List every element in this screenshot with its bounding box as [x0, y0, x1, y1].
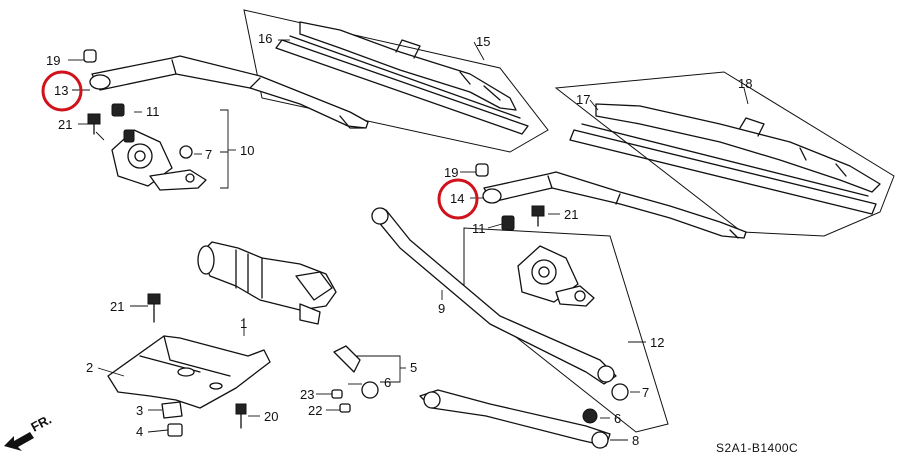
callout-4: 4 [136, 424, 143, 439]
motor-bracket [107, 335, 271, 409]
callout-2: 2 [86, 360, 93, 375]
callout-7: 7 [205, 147, 212, 162]
callout-21: 21 [564, 207, 578, 222]
callout-19: 19 [444, 165, 458, 180]
nut-cap-19-right [475, 163, 489, 177]
callout-23: 23 [300, 387, 314, 402]
callout-17: 17 [576, 92, 590, 107]
callout-6: 6 [384, 375, 391, 390]
callout-15: 15 [476, 34, 490, 49]
callout-11: 11 [146, 104, 160, 119]
callout-1: 1 [240, 316, 247, 331]
callout-10: 10 [240, 143, 254, 158]
nut-11-right [501, 215, 515, 231]
callout-22: 22 [308, 403, 322, 418]
nut-22 [339, 403, 351, 413]
bushing-7-left [179, 145, 193, 159]
callout-21: 21 [110, 299, 124, 314]
pivot-assembly-left [111, 129, 207, 191]
bushing-6-mid [361, 381, 379, 399]
callout-7: 7 [642, 385, 649, 400]
callout-8: 8 [632, 433, 639, 448]
callout-14: 14 [450, 191, 464, 206]
bushing-7-right [611, 383, 629, 401]
bolt-21-right [531, 205, 545, 227]
rubber-3 [161, 401, 183, 419]
nut-23 [331, 389, 343, 399]
wiper-motor [197, 241, 337, 325]
blade-box-18 [554, 71, 895, 237]
linkage-box-12 [463, 227, 669, 433]
wiper-arm-passenger [482, 171, 747, 239]
link-rod-8 [419, 389, 611, 449]
front-label: FR. [28, 412, 54, 435]
callout-19: 19 [46, 53, 60, 68]
callout-3: 3 [136, 403, 143, 418]
callout-9: 9 [438, 301, 445, 316]
callout-5: 5 [410, 360, 417, 375]
wiper-blade-driver [275, 21, 529, 135]
bolt-21-left [87, 113, 101, 135]
callout-6: 6 [614, 411, 621, 426]
bolt-21-mid [147, 293, 161, 323]
front-direction-indicator: FR. [4, 412, 54, 451]
callout-12: 12 [650, 335, 664, 350]
callout-labels: 19 13 21 11 7 10 16 15 18 17 19 14 21 11… [46, 31, 752, 448]
leader-lines [68, 59, 646, 441]
link-5 [333, 345, 361, 373]
callout-20: 20 [264, 409, 278, 424]
wiper-blade-driver-group [243, 9, 549, 153]
wiper-arm-driver [89, 55, 369, 129]
callout-11: 11 [472, 221, 486, 236]
front-arrow-icon [4, 432, 34, 451]
wiper-blade-passenger-group [554, 71, 895, 237]
highlight-circle-14 [437, 178, 479, 220]
wiper-blade-passenger [569, 103, 881, 215]
nut-11-left [111, 103, 125, 117]
callout-21: 21 [58, 117, 72, 132]
collar-4 [167, 423, 183, 437]
highlight-circle-13 [41, 70, 83, 112]
blade-box-15 [243, 9, 549, 153]
callout-16: 16 [258, 31, 272, 46]
nut-cap-19-left [83, 49, 97, 63]
callout-18: 18 [738, 76, 752, 91]
callout-13: 13 [54, 83, 68, 98]
diagram-code: S2A1-B1400C [716, 441, 798, 455]
bushing-6-right [582, 408, 598, 424]
link-rod-9 [371, 207, 617, 385]
bolt-20 [235, 403, 247, 429]
pivot-assembly-right [517, 245, 595, 307]
